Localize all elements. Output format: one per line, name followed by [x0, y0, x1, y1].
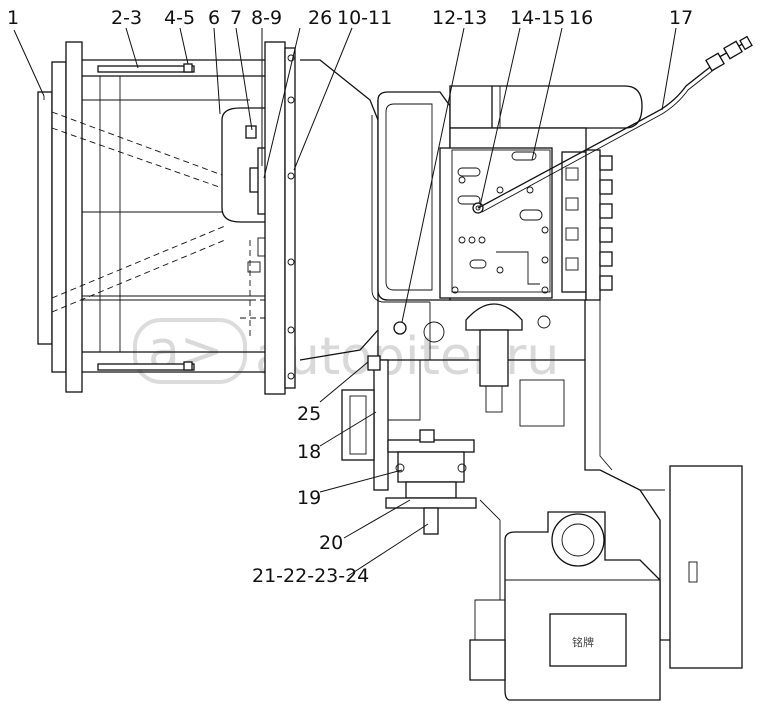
rubber-mount — [385, 429, 477, 535]
callout-19: 19 — [297, 487, 321, 509]
callout-16: 16 — [569, 7, 593, 29]
callout-17: 17 — [669, 7, 693, 29]
callout-18: 18 — [297, 441, 321, 463]
flange-plate — [37, 41, 83, 393]
leader-lines — [13, 27, 677, 577]
pipe — [477, 35, 753, 213]
mount-bracket — [341, 355, 421, 491]
callout-7: 7 — [230, 7, 242, 29]
callout-26: 26 — [308, 7, 332, 29]
flange-ring — [264, 41, 296, 395]
callout-14-15: 14-15 — [510, 7, 565, 29]
adapter-housing — [51, 59, 273, 373]
callout-2-3: 2-3 — [111, 7, 142, 29]
transmission-housing: 铭牌 — [299, 59, 743, 701]
mid-housing — [377, 302, 565, 427]
callout-6: 6 — [208, 7, 220, 29]
top-cylinder — [449, 85, 643, 129]
watermark-text: autopiter.ru — [255, 327, 559, 387]
callout-1: 1 — [7, 7, 19, 29]
nameplate-text: 铭牌 — [572, 635, 594, 649]
callout-20: 20 — [319, 532, 343, 554]
callout-25: 25 — [297, 403, 321, 425]
callout-21-22-23-24: 21-22-23-24 — [252, 565, 369, 587]
callout-12-13: 12-13 — [432, 7, 487, 29]
watermark-logo-mark: a> — [148, 321, 223, 381]
callout-8-9: 8-9 — [251, 7, 282, 29]
valve-body — [439, 127, 613, 301]
callout-labels: 1 2-3 4-5 6 7 8-9 26 10-11 12-13 14-15 1… — [7, 7, 693, 587]
callout-4-5: 4-5 — [164, 7, 195, 29]
valve-cover — [371, 91, 451, 303]
callout-10-11: 10-11 — [337, 7, 392, 29]
